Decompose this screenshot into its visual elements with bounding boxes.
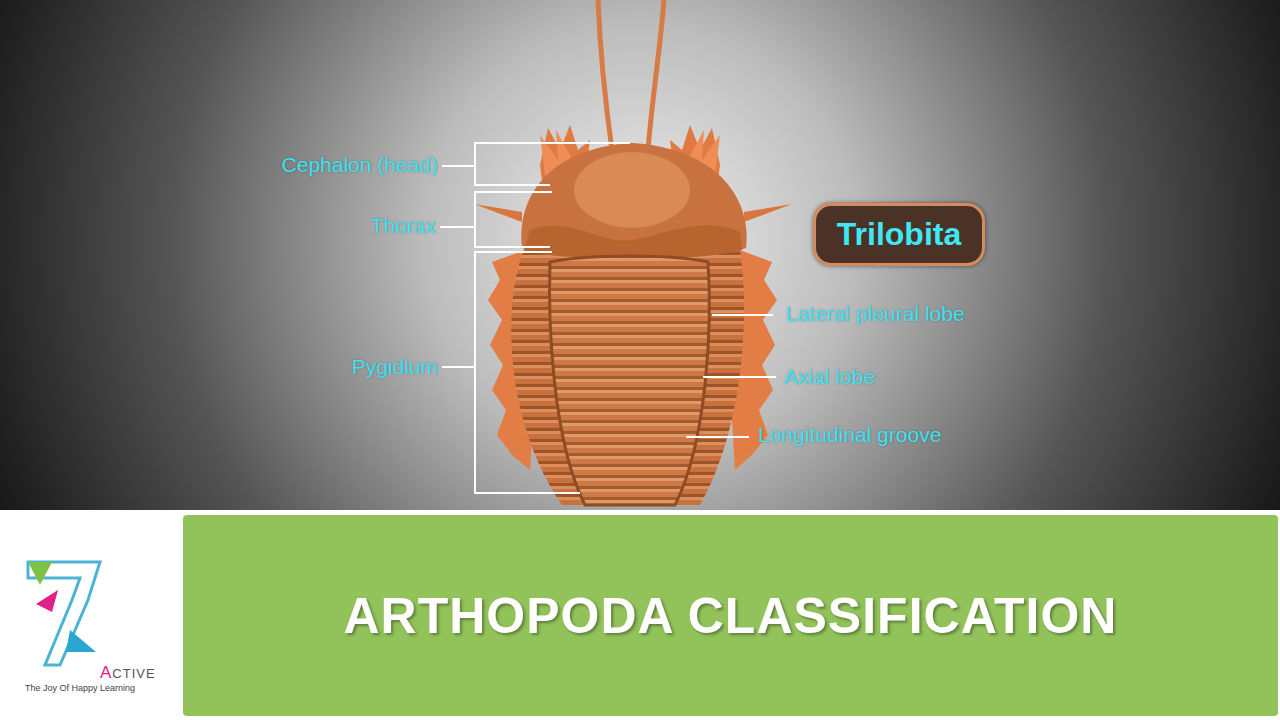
logo-mark xyxy=(28,562,100,665)
part-label: Longitudinal groove xyxy=(758,423,941,447)
part-label: Cephalon (head) xyxy=(282,153,438,177)
logo-text: ACTIVE xyxy=(100,663,156,683)
title-text: ARTHOPODA CLASSIFICATION xyxy=(344,587,1118,645)
class-box: Trilobita xyxy=(813,203,985,266)
title-banner: ARTHOPODA CLASSIFICATION xyxy=(183,515,1278,716)
leader-lines xyxy=(440,143,776,493)
part-label: Thorax xyxy=(371,214,436,238)
class-name: Trilobita xyxy=(837,216,961,253)
logo-tagline: The Joy Of Happy Learning xyxy=(25,683,135,693)
part-label: Lateral pleural lobe xyxy=(786,302,965,326)
part-label: Axial lobe xyxy=(784,365,875,389)
trilobite-illustration xyxy=(474,0,792,505)
part-label: Pygidium xyxy=(352,355,438,379)
